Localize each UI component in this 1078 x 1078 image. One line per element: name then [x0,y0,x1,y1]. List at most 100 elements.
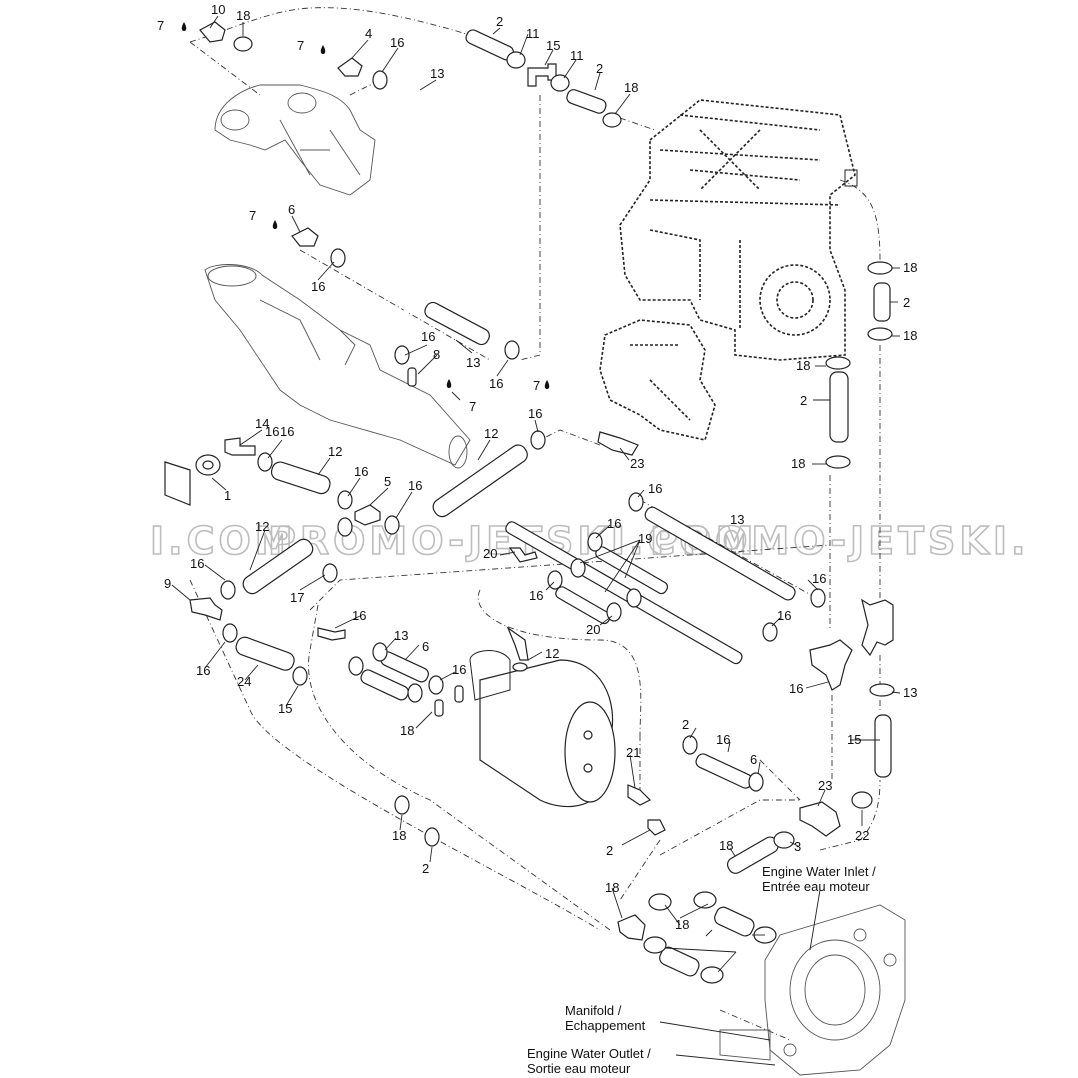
part-label: 9 [164,576,171,591]
part-label: 2 [800,393,807,408]
part-labels: 7 10 18 7 4 16 2 11 15 11 2 18 13 7 6 16… [157,2,917,932]
part-label: 16 [812,571,826,586]
part-label: 16 [529,588,543,603]
part-label: 15 [546,38,560,53]
exhaust-pipe [204,264,471,469]
part-label: 18 [392,828,406,843]
part-label: 3 [794,839,801,854]
part-label: 12 [255,519,269,534]
part-label: 18 [719,838,733,853]
part-label: 18 [675,917,689,932]
part-label: 18 [400,723,414,738]
drop-icon [446,379,452,388]
part-label: 13 [903,685,917,700]
part-label: 4 [365,26,372,41]
part-label: 23 [630,456,644,471]
part-label: 24 [237,674,251,689]
part-label: 12 [484,426,498,441]
part-label: 5 [384,474,391,489]
part-label: 23 [818,778,832,793]
part-label: 15 [847,732,861,747]
part-label: 2 [596,61,603,76]
part-label: 12 [545,646,559,661]
part-label: 6 [288,202,295,217]
part-label: 10 [211,2,225,17]
captions: Engine Water Inlet / Entrée eau moteur M… [527,864,876,1076]
part-label: 13 [430,66,444,81]
part-label: 2 [682,717,689,732]
engine-water-inlet-caption-en: Engine Water Inlet / [762,864,876,879]
part-label: 16 [789,681,803,696]
drop-icon [544,380,550,389]
engine-water-outlet-caption-fr: Sortie eau moteur [527,1061,631,1076]
part-label: 19 [638,531,652,546]
part-label: 16 [190,556,204,571]
part-label: 7 [297,38,304,53]
lubricant-drop-icons [181,22,550,389]
part-label: 11 [570,48,584,63]
part-label: 2 [422,861,429,876]
part-label: 18 [791,456,805,471]
routing-lines [189,7,881,1041]
part-label: 2 [903,295,910,310]
part-label: 16 [607,516,621,531]
part-label: 18 [796,358,810,373]
clamps [220,36,895,984]
part-label: 11 [526,26,540,41]
part-label: 16 [452,662,466,677]
part-label: 16 [408,478,422,493]
part-label: 16 [311,279,325,294]
part-label: 16 [196,663,210,678]
part-label: 7 [249,208,256,223]
part-label: 8 [433,347,440,362]
part-label: 21 [626,745,640,760]
watermark-left: I.COM [150,519,297,563]
part-label: 16 [489,376,503,391]
part-label: 16 [265,424,279,439]
drop-icon [272,220,278,229]
part-label: 16 [648,481,662,496]
manifold-caption-fr: Echappement [565,1018,646,1033]
engine-water-inlet-caption-fr: Entrée eau moteur [762,879,870,894]
part-label: 2 [606,843,613,858]
part-label: 16 [716,732,730,747]
part-label: 16 [352,608,366,623]
part-label: 13 [394,628,408,643]
drop-icon [320,45,326,54]
muffler-tank [469,650,616,808]
part-label: 18 [624,80,638,95]
part-label: 20 [586,622,600,637]
exhaust-manifold [214,84,376,196]
part-label: 18 [903,328,917,343]
part-label: 16 [390,35,404,50]
part-label: 7 [469,399,476,414]
engine-water-outlet-caption-en: Engine Water Outlet / [527,1046,651,1061]
part-label: 13 [466,355,480,370]
part-label: 14 [255,416,269,431]
leader-lines [171,15,901,1066]
part-label: 6 [750,752,757,767]
part-label: 16 [280,424,294,439]
part-label: 18 [605,880,619,895]
part-label: 22 [855,828,869,843]
part-label: 16 [777,608,791,623]
part-label: 6 [422,639,429,654]
fittings [164,21,894,941]
part-label: 16 [354,464,368,479]
part-label: 2 [496,14,503,29]
drop-icon [181,22,187,31]
part-label: 13 [730,512,744,527]
part-label: 18 [903,260,917,275]
part-label: 17 [290,590,304,605]
pump-housing [719,904,906,1076]
part-label: 15 [278,701,292,716]
part-label: 12 [328,444,342,459]
part-label: 1 [224,488,231,503]
part-label: 20 [483,546,497,561]
part-label: 18 [236,8,250,23]
hoses [235,29,892,977]
part-label: 16 [528,406,542,421]
part-label: 16 [421,329,435,344]
part-label: 7 [157,18,164,33]
